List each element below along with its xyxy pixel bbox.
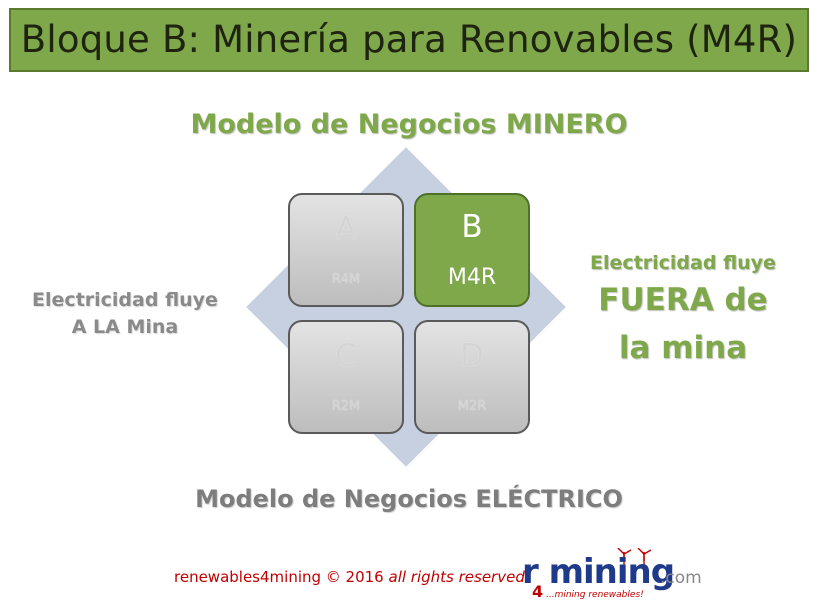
wind-turbine-icon: [617, 548, 652, 572]
quadrant-c: C R2M: [288, 320, 404, 434]
electricity-flows-in-label: Electricidad fluye A LA Mina: [20, 287, 230, 341]
copyright-footer: renewables4mining © 2016 all rights rese…: [174, 568, 525, 586]
quadrant-b: B M4R: [414, 193, 530, 307]
page-title: Bloque B: Minería para Renovables (M4R): [20, 18, 798, 61]
r4mining-logo: r mining 4 .com ...mining renewables!: [520, 548, 710, 604]
quadrant-c-letter: C: [335, 338, 357, 374]
right-label-line2: FUERA de: [598, 282, 768, 318]
quadrant-d: D M2R: [414, 320, 530, 434]
electric-business-model-label: Modelo de Negocios ELÉCTRICO: [195, 485, 623, 513]
left-label-line2: A LA Mina: [71, 316, 179, 338]
electricity-flows-out-label: Electricidad fluye FUERA de la mina: [578, 250, 788, 372]
logo-dotcom: .com: [660, 568, 702, 588]
quadrant-a-code: R4M: [331, 272, 361, 287]
copyright-text: renewables4mining © 2016: [174, 568, 389, 586]
quadrant-b-letter: B: [461, 209, 483, 245]
logo-four: 4: [532, 582, 544, 601]
quadrant-d-code: M2R: [457, 399, 487, 414]
right-label-line3: la mina: [618, 330, 748, 366]
quadrant-c-code: R2M: [331, 399, 361, 414]
quadrant-a-letter: A: [335, 211, 357, 247]
rights-reserved-text: all rights reserved: [388, 568, 525, 586]
logo-tagline: ...mining renewables!: [546, 590, 644, 600]
mining-business-model-label: Modelo de Negocios MINERO: [190, 109, 628, 140]
logo-wordmark: r mining: [522, 552, 675, 592]
title-banner: Bloque B: Minería para Renovables (M4R): [9, 8, 809, 72]
left-label-line1: Electricidad fluye: [32, 289, 218, 311]
right-label-line1: Electricidad fluye: [590, 252, 776, 274]
quadrant-d-letter: D: [460, 338, 484, 374]
quadrant-b-code: M4R: [447, 265, 497, 290]
quadrant-a: A R4M: [288, 193, 404, 307]
